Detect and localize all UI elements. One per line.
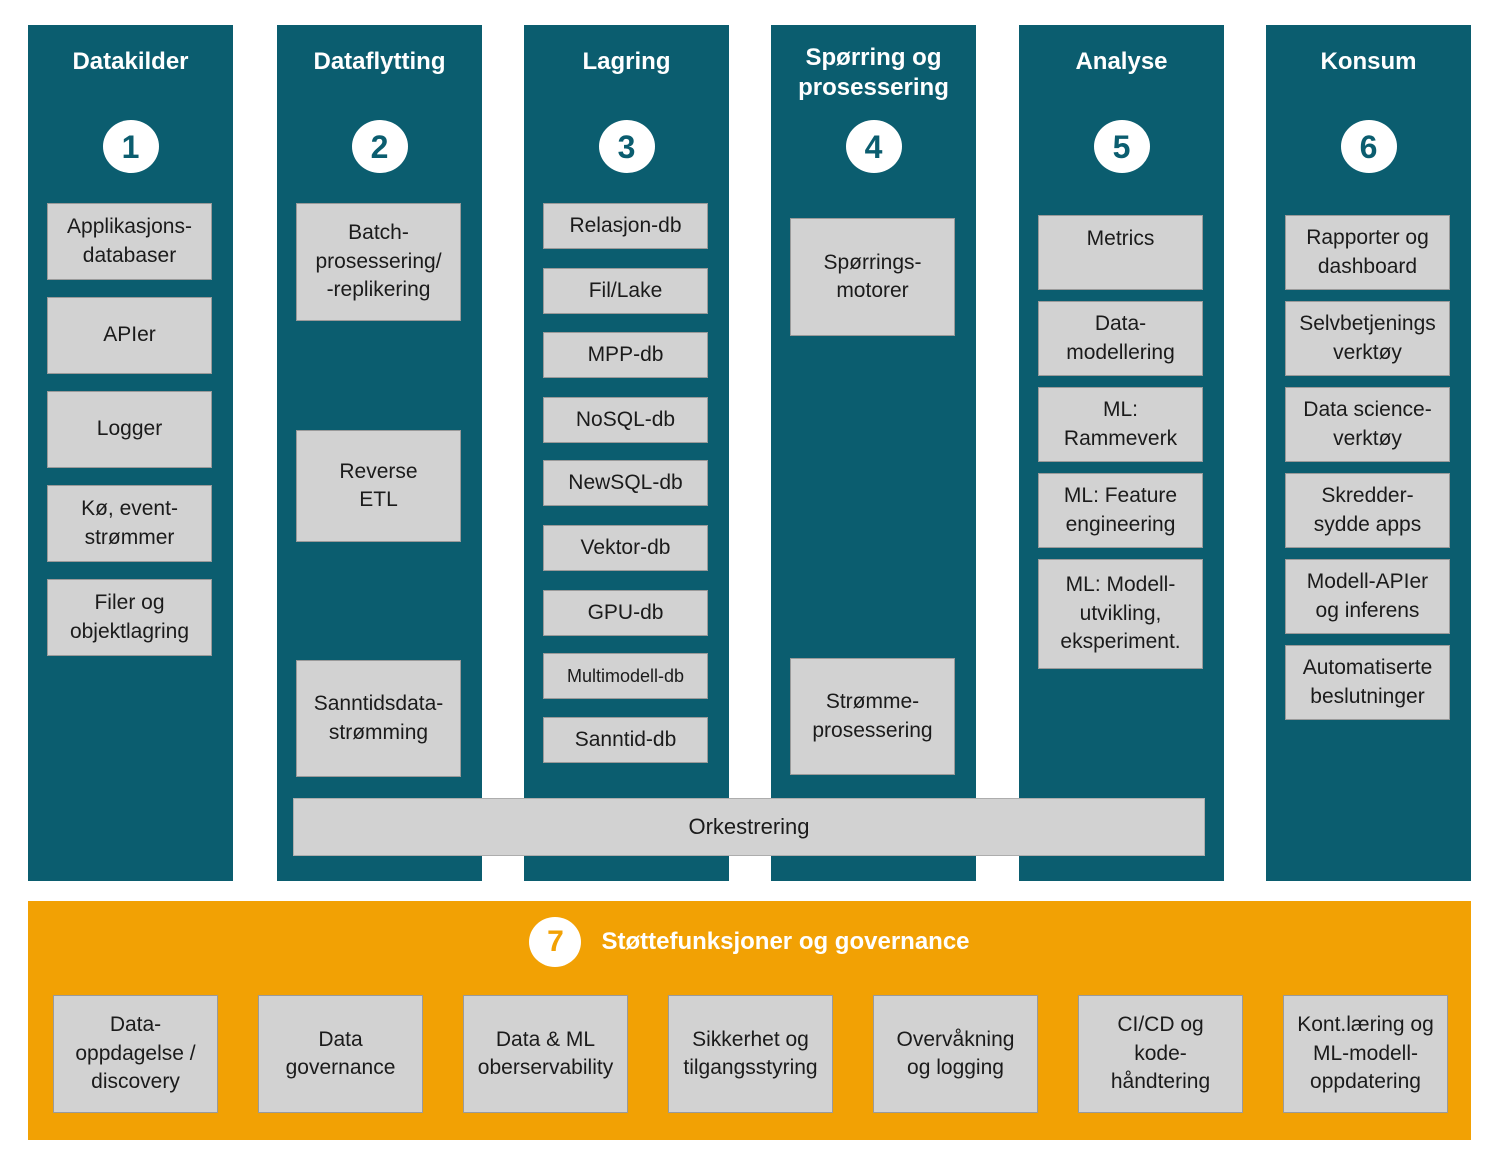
box-sanntid-db: Sanntid-db bbox=[543, 717, 708, 763]
box-applikasjonsdatabaser: Applikasjons- databaser bbox=[47, 203, 212, 280]
box-mpp-db: MPP-db bbox=[543, 332, 708, 378]
column-title: Analyse bbox=[1075, 48, 1168, 75]
column-number-badge: 5 bbox=[1093, 120, 1150, 173]
box-apier: APIer bbox=[47, 297, 212, 374]
column-number-badge: 1 bbox=[102, 120, 159, 173]
governance-number-badge: 7 bbox=[529, 917, 582, 967]
box-data-governance: Data governance bbox=[258, 995, 423, 1113]
box-modell-apier-inferens: Modell-APIer og inferens bbox=[1285, 559, 1450, 634]
box-batchprosessering: Batch- prosessering/ -replikering bbox=[296, 203, 461, 321]
box-ko-eventstrommer: Kø, event- strømmer bbox=[47, 485, 212, 562]
box-nosql-db: NoSQL-db bbox=[543, 397, 708, 443]
box-data-ml-observability: Data & ML oberservability bbox=[463, 995, 628, 1113]
column-lagring: Lagring 3 Relasjon-db Fil/Lake MPP-db No… bbox=[524, 25, 729, 881]
box-ml-modellutvikling: ML: Modell- utvikling, eksperiment. bbox=[1038, 559, 1203, 669]
box-logger: Logger bbox=[47, 391, 212, 468]
box-fil-lake: Fil/Lake bbox=[543, 268, 708, 314]
box-skreddersydde-apps: Skredder- sydde apps bbox=[1285, 473, 1450, 548]
column-analyse: Analyse 5 Metrics Data- modellering ML: … bbox=[1019, 25, 1224, 881]
box-newsql-db: NewSQL-db bbox=[543, 460, 708, 506]
box-automatiserte-beslutninger: Automatiserte beslutninger bbox=[1285, 645, 1450, 720]
column-number-badge: 2 bbox=[351, 120, 408, 173]
box-ml-feature-engineering: ML: Feature engineering bbox=[1038, 473, 1203, 548]
box-overvakning-logging: Overvåkning og logging bbox=[873, 995, 1038, 1113]
column-number-badge: 6 bbox=[1340, 120, 1397, 173]
column-sporring-prosessering: Spørring og prosessering 4 Spørrings- mo… bbox=[771, 25, 976, 881]
governance-header: 7 Støttefunksjoner og governance bbox=[28, 917, 1471, 967]
box-orkestrering: Orkestrering bbox=[293, 798, 1205, 856]
column-number-badge: 3 bbox=[598, 120, 655, 173]
column-title: Dataflytting bbox=[313, 48, 446, 75]
box-sanntidsdatastromming: Sanntidsdata- strømming bbox=[296, 660, 461, 777]
box-datamodellering: Data- modellering bbox=[1038, 301, 1203, 376]
column-title: Datakilder bbox=[72, 48, 189, 75]
box-reverse-etl: Reverse ETL bbox=[296, 430, 461, 542]
box-gpu-db: GPU-db bbox=[543, 590, 708, 636]
governance-title: Støttefunksjoner og governance bbox=[601, 928, 970, 955]
governance-band: 7 Støttefunksjoner og governance Data- o… bbox=[28, 901, 1471, 1140]
box-selvbetjeningsverktoy: Selvbetjenings verktøy bbox=[1285, 301, 1450, 376]
box-multimodell-db: Multimodell-db bbox=[543, 653, 708, 699]
box-ml-rammeverk: ML: Rammeverk bbox=[1038, 387, 1203, 462]
box-sikkerhet-tilgangsstyring: Sikkerhet og tilgangsstyring bbox=[668, 995, 833, 1113]
box-kontlaering-ml-oppdatering: Kont.læring og ML-modell- oppdatering bbox=[1283, 995, 1448, 1113]
box-rapporter-dashboard: Rapporter og dashboard bbox=[1285, 215, 1450, 290]
box-cicd-kodehandtering: CI/CD og kode- håndtering bbox=[1078, 995, 1243, 1113]
column-number-badge: 4 bbox=[845, 120, 902, 173]
box-strommeprosessering: Strømme- prosessering bbox=[790, 658, 955, 775]
column-title: Konsum bbox=[1320, 48, 1417, 75]
box-vektor-db: Vektor-db bbox=[543, 525, 708, 571]
column-title: Spørring og prosessering bbox=[798, 44, 949, 101]
box-metrics: Metrics bbox=[1038, 215, 1203, 290]
column-title: Lagring bbox=[582, 48, 671, 75]
column-konsum: Konsum 6 Rapporter og dashboard Selvbetj… bbox=[1266, 25, 1471, 881]
box-sporringsmotorer: Spørrings- motorer bbox=[790, 218, 955, 336]
box-filer-objektlagring: Filer og objektlagring bbox=[47, 579, 212, 656]
column-datakilder: Datakilder 1 Applikasjons- databaser API… bbox=[28, 25, 233, 881]
column-dataflytting: Dataflytting 2 Batch- prosessering/ -rep… bbox=[277, 25, 482, 881]
box-data-science-verktoy: Data science- verktøy bbox=[1285, 387, 1450, 462]
box-dataoppdagelse-discovery: Data- oppdagelse / discovery bbox=[53, 995, 218, 1113]
box-relasjon-db: Relasjon-db bbox=[543, 203, 708, 249]
